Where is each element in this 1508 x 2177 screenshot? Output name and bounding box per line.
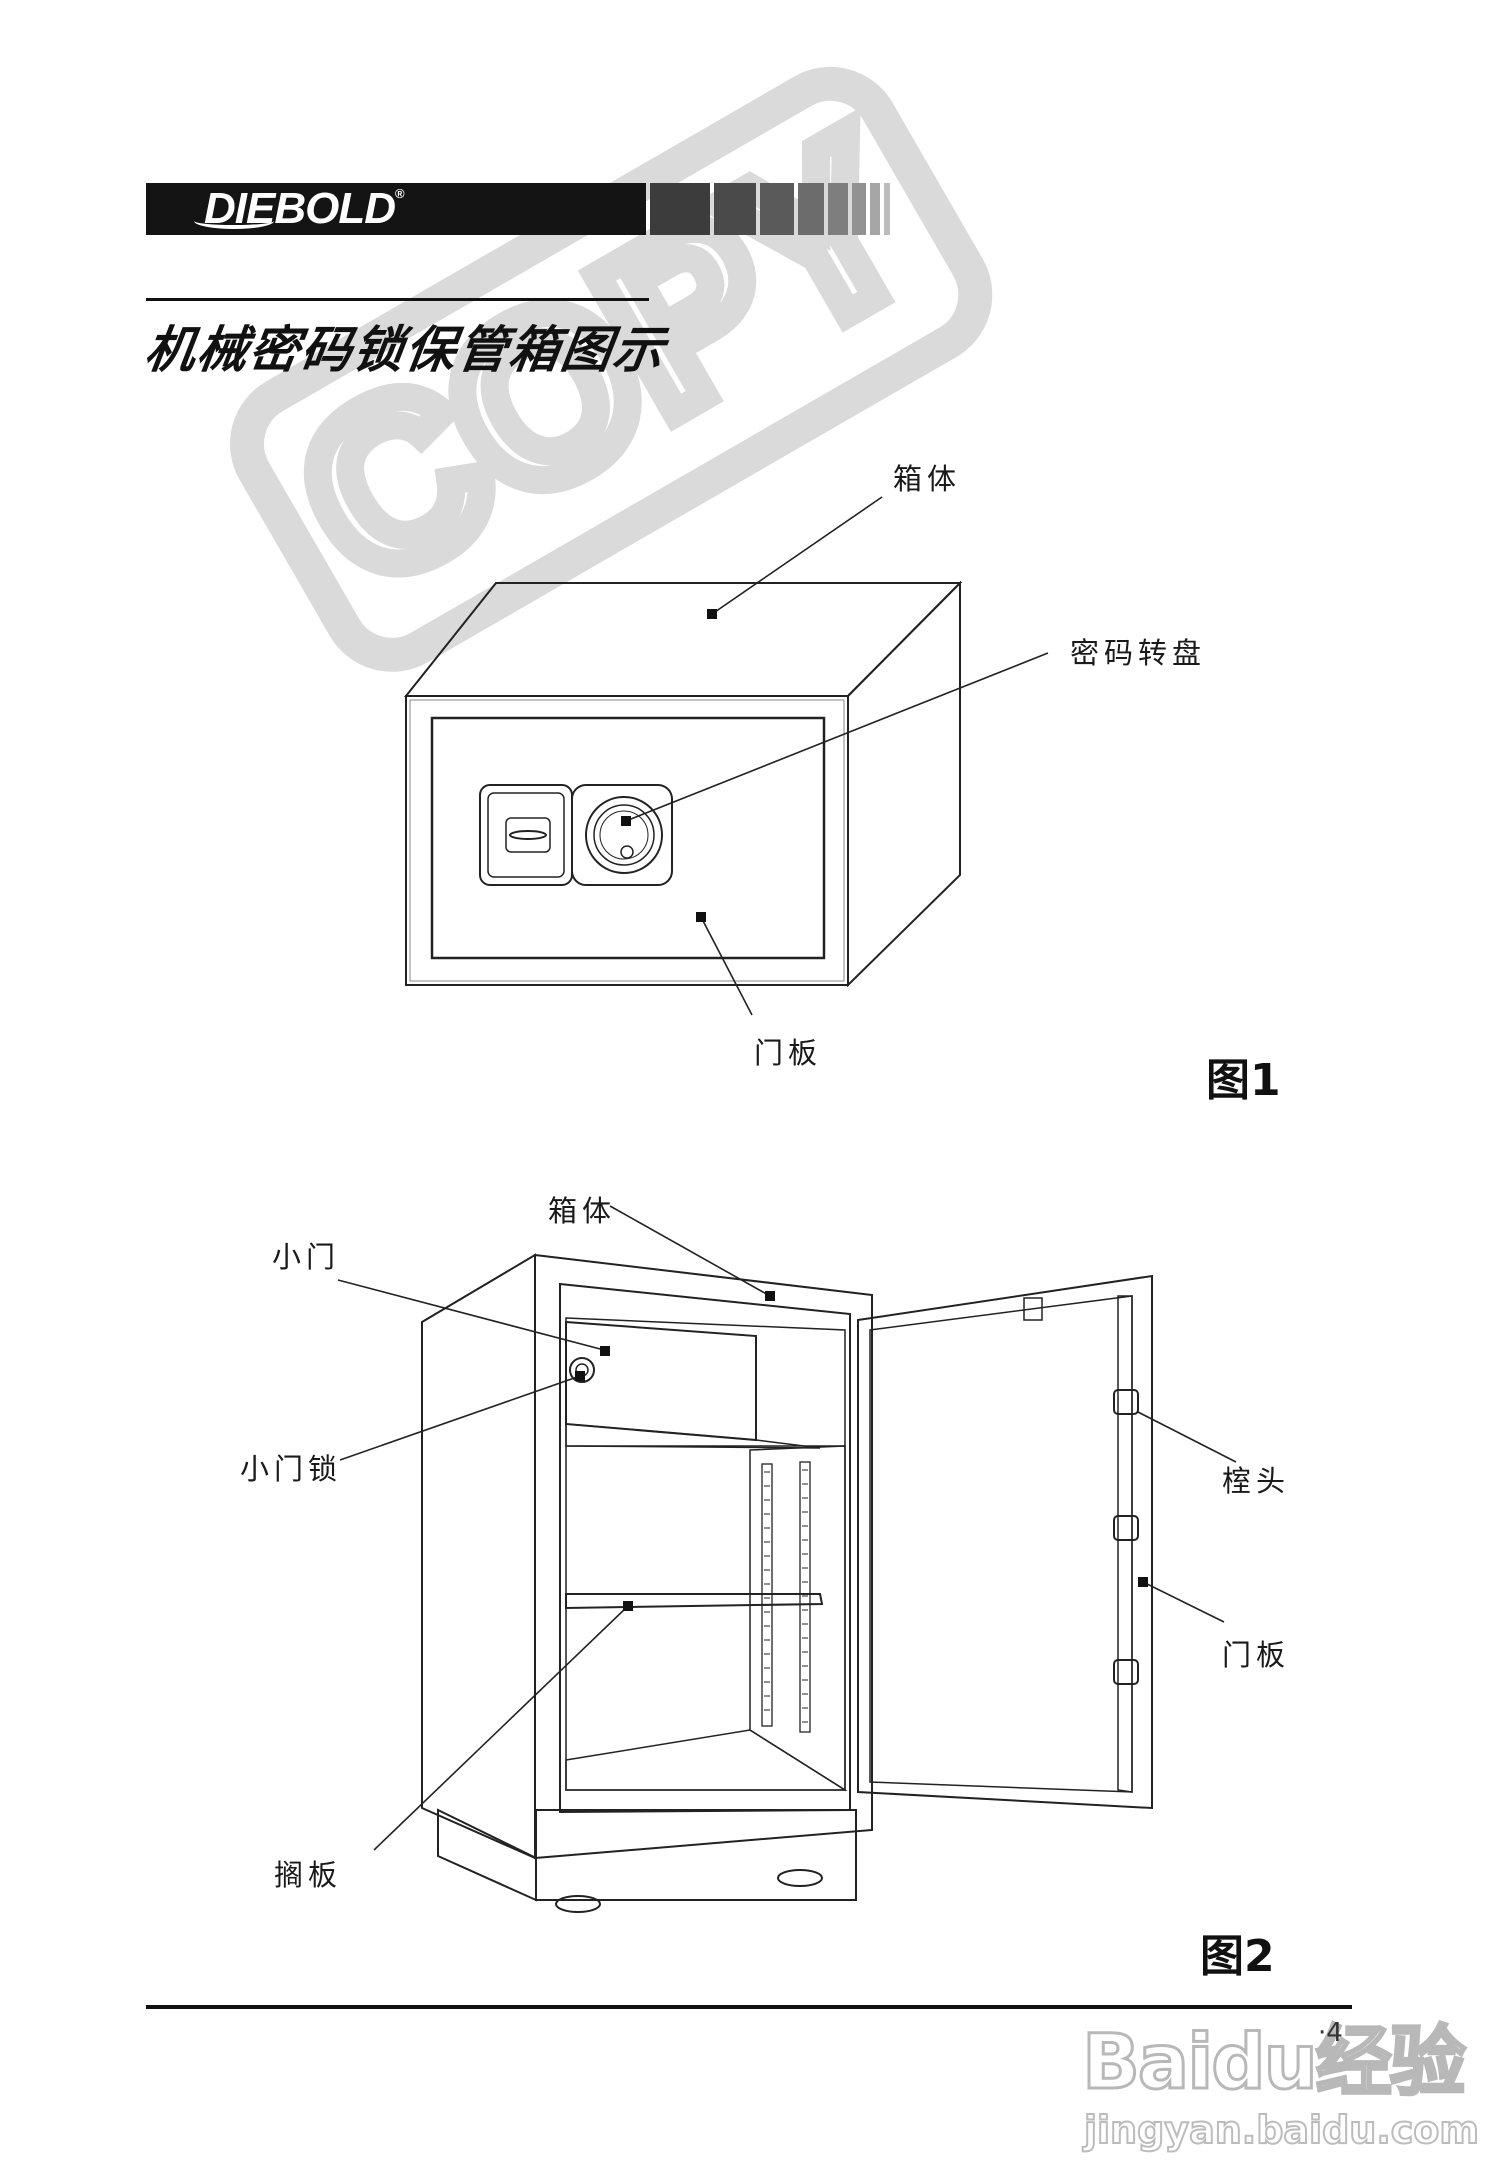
safe-front-face: [405, 695, 849, 986]
wheel-icon: [777, 1869, 823, 1887]
banner-gradient-segment: [884, 183, 890, 235]
small-door-lock-icon: [569, 1357, 595, 1383]
page-number: ·4: [1318, 2018, 1343, 2048]
callout-fig2-small-door: 小门: [272, 1240, 341, 1274]
small-door: [565, 1320, 757, 1442]
callout-fig2-body: 箱体: [548, 1194, 617, 1228]
leader-line-small-door: [337, 1279, 605, 1351]
callout-fig1-body: 箱体: [893, 462, 962, 496]
baidu-watermark-text: Baidu经验: [1081, 2016, 1468, 2108]
callout-marker: [600, 1346, 610, 1356]
callout-fig1-door: 门板: [754, 1036, 823, 1070]
leader-line-door: [700, 916, 753, 1016]
callout-marker: [1138, 1577, 1148, 1587]
callout-marker: [696, 912, 706, 922]
bolt-icon: [1113, 1659, 1139, 1685]
door-panel: [430, 716, 826, 960]
callout-marker: [623, 1601, 633, 1611]
baidu-watermark-url: jingyan.baidu.com: [1083, 2107, 1480, 2153]
safe-inner-opening: [559, 1282, 851, 1814]
leader-line-body: [711, 496, 883, 615]
wheel-icon: [555, 1895, 601, 1913]
hinge: [1023, 1297, 1043, 1321]
callout-marker: [575, 1371, 585, 1381]
shelf-rail: [799, 1461, 811, 1733]
shelf: [565, 1593, 824, 1610]
safe-left-side: [421, 1253, 536, 1860]
page-title: 机械密码锁保管箱图示: [141, 320, 670, 379]
footer-rule: [146, 2005, 1352, 2009]
safe-base-front: [535, 1809, 857, 1901]
callout-fig2-door: 门板: [1222, 1638, 1291, 1672]
banner-gradient-segment: [870, 183, 880, 235]
banner-gradient-segment: [828, 183, 848, 235]
callout-marker: [621, 816, 631, 826]
brand-registered-mark: ®: [395, 186, 405, 201]
banner-gradient-segment: [650, 183, 710, 235]
safe-right-face: [847, 580, 961, 988]
leader-line-shelf: [373, 1605, 629, 1851]
open-door: [857, 1274, 1153, 1810]
banner-gradient-segment: [852, 183, 866, 235]
figure-1-label: 图1: [1206, 1055, 1281, 1106]
title-rule: [146, 298, 649, 301]
leader-line-dial: [625, 652, 1049, 822]
safe-top-face: [403, 582, 963, 697]
brand-swoosh-icon: [194, 213, 274, 229]
shelf-rail: [761, 1463, 773, 1727]
banner-gradient-segment: [714, 183, 756, 235]
callout-fig2-bolt: 榁头: [1222, 1464, 1291, 1498]
callout-marker: [765, 1291, 775, 1301]
bolt-icon: [1113, 1515, 1139, 1541]
safe-front-frame: [534, 1253, 873, 1860]
leader-line-small-door-lock: [339, 1375, 581, 1461]
leader-line-bolt: [1137, 1411, 1237, 1463]
baidu-watermark: Baidu经验 jingyan.baidu.com: [1081, 2000, 1480, 2170]
safe-base-side: [437, 1808, 537, 1902]
callout-fig2-shelf: 搁板: [274, 1858, 343, 1892]
leader-line-door: [1142, 1581, 1225, 1623]
figure-2-label: 图2: [1200, 1931, 1275, 1982]
leader-line-body: [609, 1205, 771, 1297]
callout-marker: [707, 609, 717, 619]
callout-fig1-dial: 密码转盘: [1070, 636, 1207, 670]
combination-dial-icon: [585, 796, 663, 874]
brand-banner: DIEBOLD®: [146, 183, 916, 235]
banner-gradient-segment: [760, 183, 794, 235]
dial-plate: [571, 784, 673, 886]
banner-gradient-segment: [798, 183, 824, 235]
brand-logo: DIEBOLD®: [204, 183, 405, 235]
bolt-icon: [1113, 1389, 1139, 1415]
callout-fig2-small-door-lock: 小门锁: [240, 1452, 343, 1486]
handle-plate: [479, 784, 573, 886]
brand-name: DIEBOLD: [204, 184, 396, 233]
